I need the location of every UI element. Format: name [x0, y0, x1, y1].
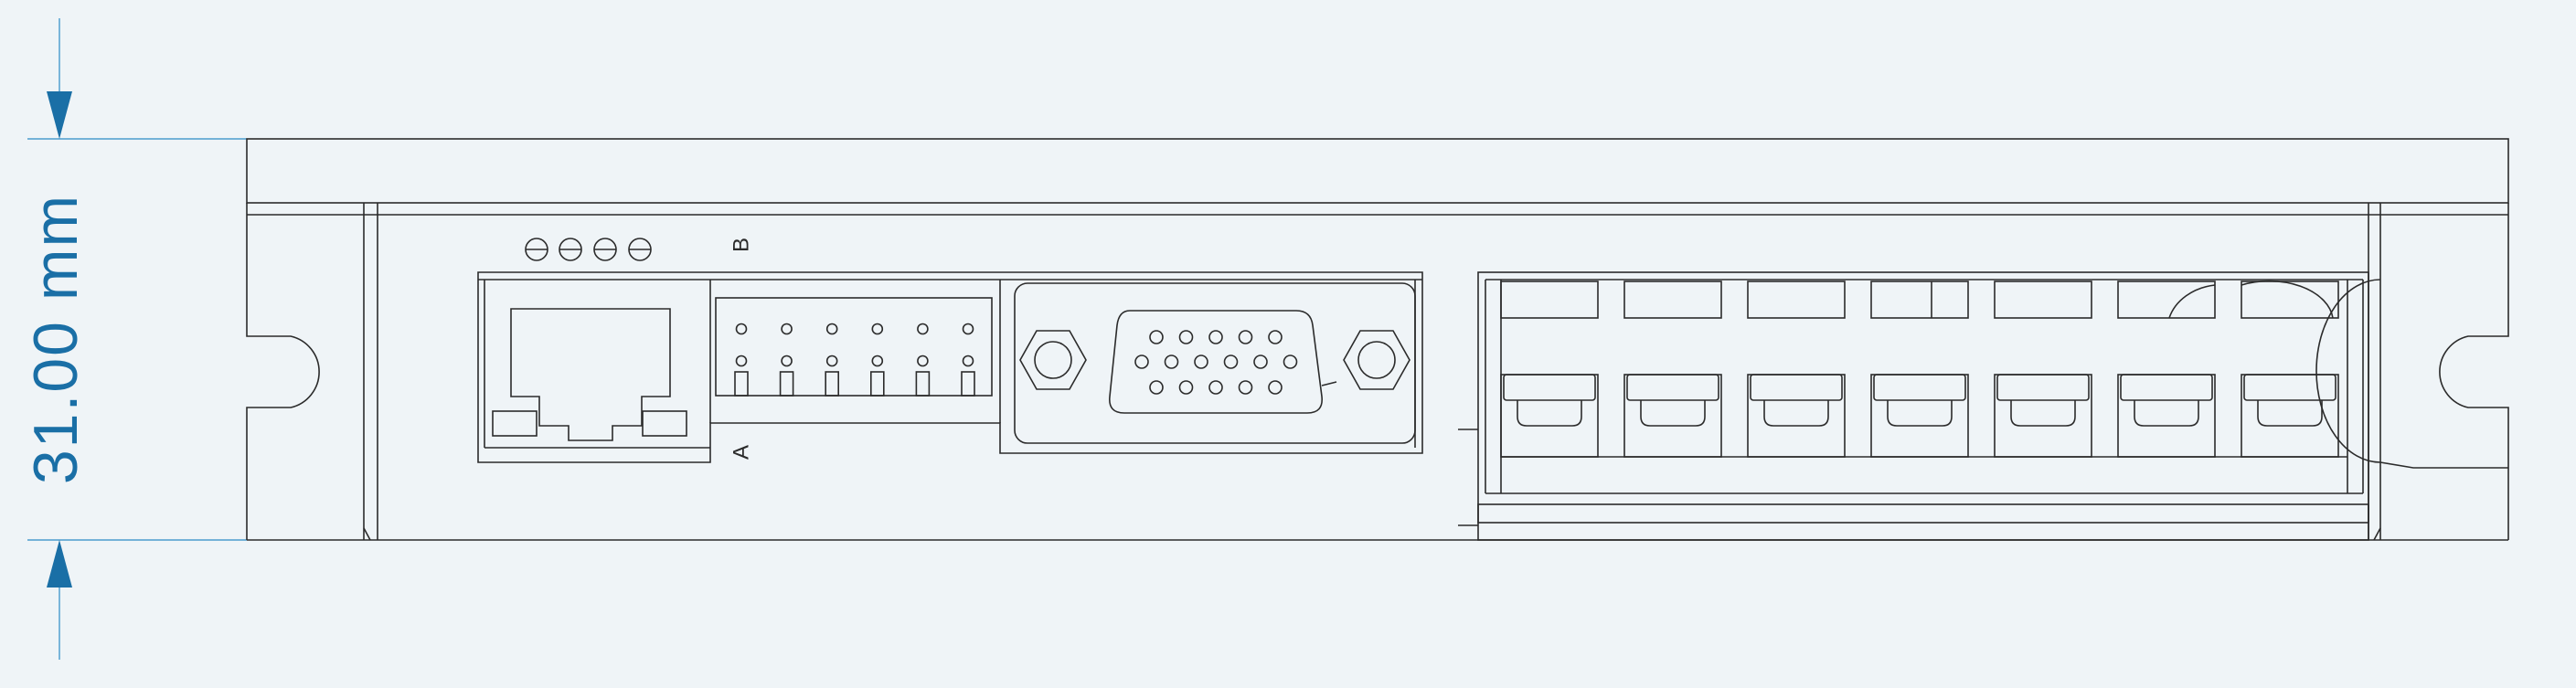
top-cover	[246, 138, 2509, 204]
left-standoff-icon	[1019, 330, 1087, 390]
status-led	[593, 238, 617, 261]
header-pin	[825, 323, 840, 397]
pin-header[interactable]	[715, 297, 993, 397]
enclosure	[246, 138, 2509, 541]
dsub-pin	[1208, 330, 1223, 344]
dsub-pin	[1178, 380, 1194, 395]
height-dimension: 31.00 mm	[21, 18, 247, 660]
dsub-pin	[1268, 380, 1283, 395]
ethernet-port[interactable]	[492, 308, 687, 441]
dsub-pin	[1223, 355, 1239, 369]
arrow-down-icon	[47, 91, 72, 139]
dsub-connector[interactable]	[1014, 282, 1416, 444]
header-label-a: A	[729, 445, 753, 460]
dsub-pin	[1194, 355, 1208, 369]
dsub-pin	[1164, 355, 1179, 369]
right-mounting-slot	[2439, 215, 2509, 540]
status-led	[525, 238, 548, 261]
dsub-pin	[1208, 380, 1223, 395]
terminal-block[interactable]	[1870, 280, 1969, 458]
status-leds	[525, 238, 652, 261]
dsub-shell	[1109, 310, 1323, 414]
dsub-housing	[1014, 282, 1416, 444]
header-pin	[915, 323, 931, 397]
header-pin	[961, 323, 975, 397]
header-pin	[734, 323, 749, 397]
right-standoff-icon	[1343, 330, 1410, 390]
link-led	[492, 410, 538, 437]
dsub-pin	[1283, 355, 1298, 369]
header-pin	[779, 323, 794, 397]
dsub-pin	[1149, 380, 1164, 395]
terminal-block[interactable]	[2117, 280, 2216, 458]
terminal-block-section	[1458, 271, 2369, 541]
terminal-block[interactable]	[1623, 280, 1722, 458]
dsub-pin	[1178, 330, 1194, 344]
dsub-pin	[1238, 380, 1253, 395]
left-mounting-slot	[246, 215, 320, 540]
status-led	[559, 238, 582, 261]
dimension-label: 31.00 mm	[21, 194, 90, 484]
terminal-block[interactable]	[2241, 280, 2339, 458]
terminal-block[interactable]	[1994, 280, 2092, 458]
rj45-socket-icon	[510, 308, 671, 441]
activity-led	[642, 410, 687, 437]
dsub-pin	[1149, 330, 1164, 344]
header-pin	[869, 323, 885, 397]
dsub-pin	[1253, 355, 1268, 369]
terminal-block[interactable]	[1747, 280, 1846, 458]
arrow-up-icon	[47, 540, 72, 587]
terminal-block[interactable]	[1500, 280, 1599, 458]
dsub-pin	[1134, 355, 1149, 369]
dsub-pin	[1268, 330, 1283, 344]
status-led	[628, 238, 652, 261]
dsub-pin	[1238, 330, 1253, 344]
connector-panel	[477, 271, 1423, 463]
header-label-b: B	[729, 238, 753, 252]
